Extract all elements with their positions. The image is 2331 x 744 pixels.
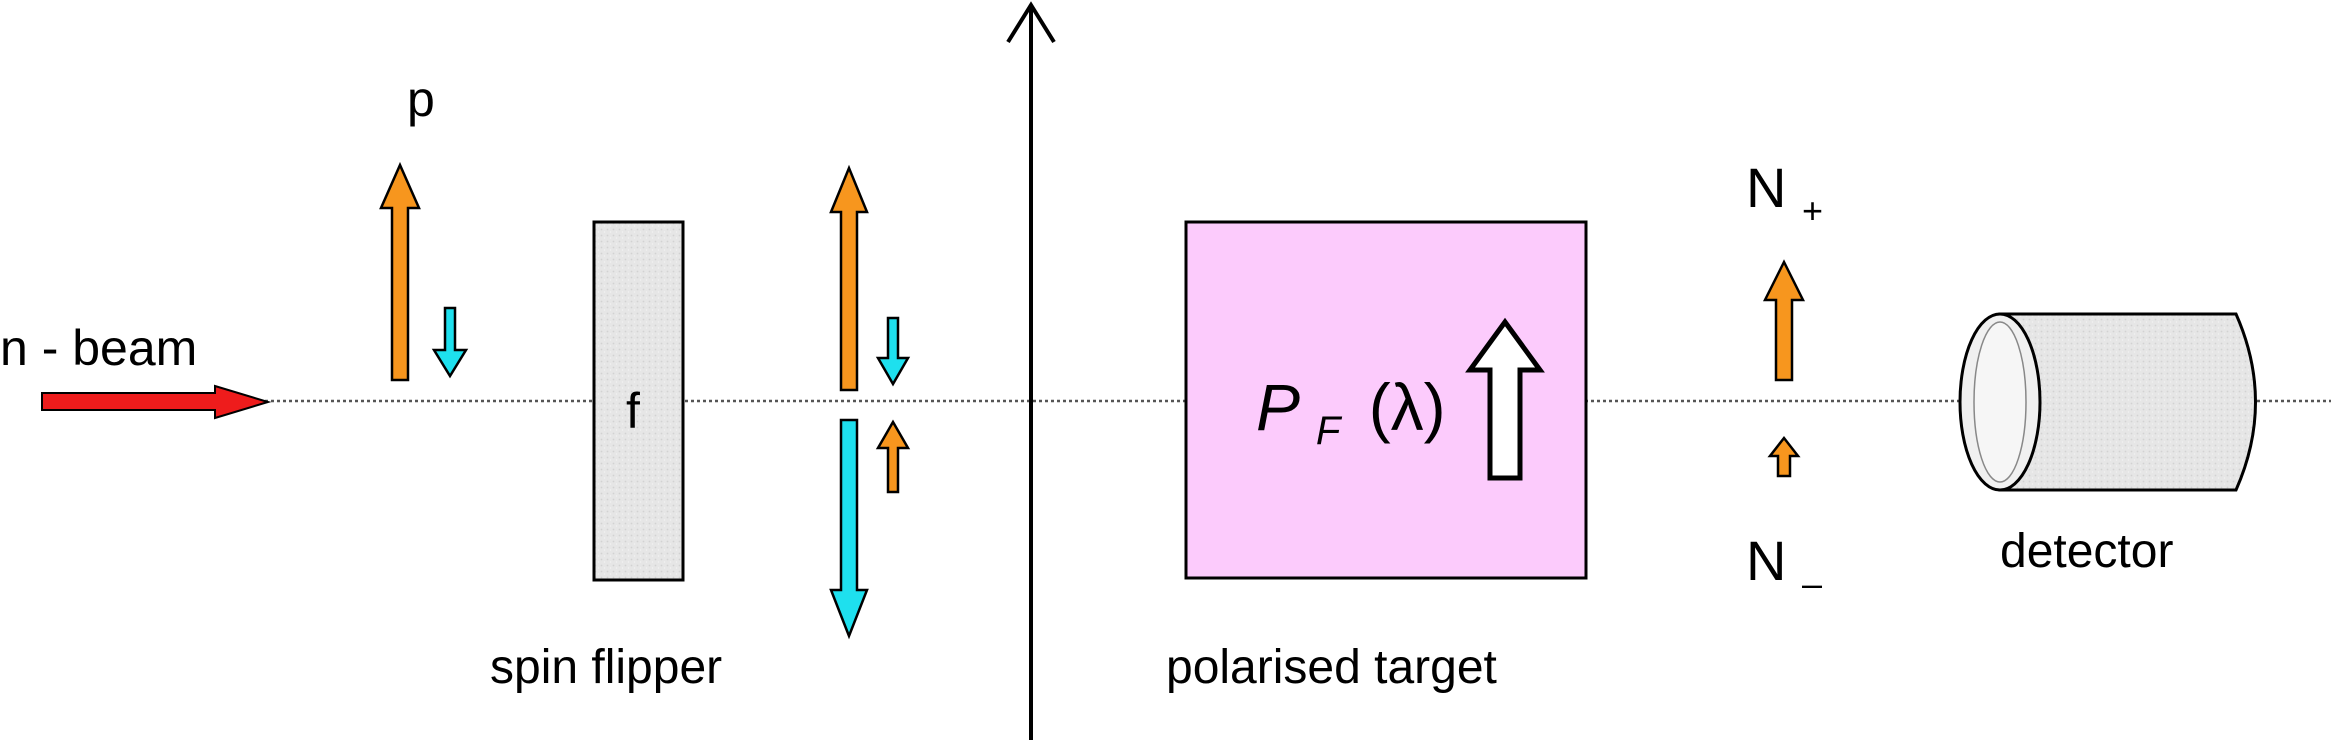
spin-up-arrow-icon	[379, 161, 421, 382]
spin-down-arrow-icon	[431, 306, 469, 379]
target-polarisation-arrow-icon	[1465, 317, 1545, 481]
detector-cylinder-icon	[1958, 312, 2257, 492]
n-minus-arrow-icon	[1767, 435, 1801, 478]
separator-axis	[1006, 1, 1056, 740]
target-symbol-sub: F	[1316, 409, 1343, 453]
flipper-symbol: f	[626, 383, 640, 439]
target-symbol-main: P	[1256, 370, 1300, 444]
beam-label: n - beam	[0, 320, 197, 376]
n-plus-main: N	[1746, 156, 1786, 219]
spin-down-small-arrow-icon	[875, 316, 911, 387]
n-plus-label: N +	[1746, 156, 1823, 231]
n-minus-sub: –	[1802, 563, 1822, 604]
polarisation-label: p	[407, 71, 435, 127]
n-plus-arrow-icon	[1762, 259, 1806, 382]
spin-flipper-box	[592, 220, 685, 582]
spin-up-small-arrow-icon	[875, 419, 911, 494]
spin-up-large-arrow-icon	[829, 164, 869, 392]
n-minus-label: N –	[1746, 529, 1822, 604]
n-plus-sub: +	[1802, 190, 1823, 231]
target-polarisation-symbol: P F (λ)	[1256, 370, 1446, 458]
spin-down-large-arrow-icon	[829, 418, 869, 640]
target-symbol-arg: (λ)	[1369, 370, 1446, 444]
beam-arrow-icon	[41, 384, 272, 420]
detector-label: detector	[2000, 525, 2173, 578]
polarised-target-label: polarised target	[1166, 641, 1497, 694]
spin-flipper-label: spin flipper	[490, 641, 722, 694]
n-minus-main: N	[1746, 529, 1786, 592]
